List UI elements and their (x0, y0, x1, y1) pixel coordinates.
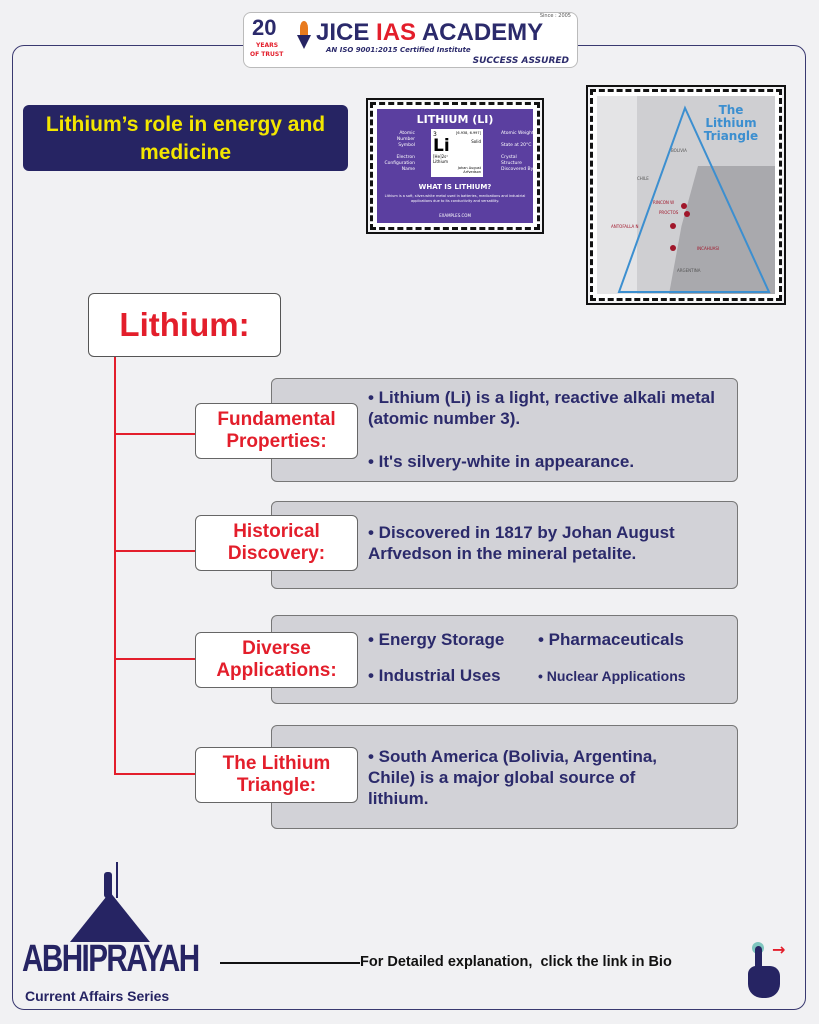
connector (114, 658, 195, 660)
label-line: Diverse (242, 638, 311, 659)
label-line: Applications: (216, 660, 337, 681)
since-label: Since : 2005 (539, 13, 571, 19)
atomic-weight: [6.938, 6.997] (456, 131, 481, 135)
site-label: INCAHUASI (697, 246, 720, 251)
torch-icon (296, 21, 314, 51)
card-label: State at 20°C (501, 143, 532, 148)
card-site: EXAMPLES.COM (439, 213, 471, 218)
cta-text[interactable]: For Detailed explanation, click the link… (360, 954, 672, 970)
label-line: Historical (233, 521, 320, 542)
element-symbol: Li (433, 136, 450, 156)
years-number: 20 (252, 15, 277, 40)
main-topic-label: Lithium: (88, 293, 281, 357)
card-label: Symbol (398, 143, 415, 148)
bullet: • Energy Storage (368, 630, 505, 649)
card-heading: LITHIUM (LI) (416, 113, 494, 126)
abhiprayah-logo: ABHIPRAYAH (22, 938, 200, 980)
brand-jice: JICE (316, 19, 370, 46)
triangle-outline (617, 105, 771, 293)
atomic-number: 3 (433, 131, 437, 138)
site-label: ANTOFALLA N (611, 224, 639, 229)
electron-config: [He]2s¹ (433, 154, 448, 159)
card-label: Atomic Number (396, 131, 415, 142)
site-label: RINCON W (653, 200, 675, 205)
map-title: The Lithium Triangle (703, 103, 759, 143)
series-label: Current Affairs Series (25, 988, 170, 1004)
card-label: Electron Configuration (384, 155, 415, 166)
card-desc: Lithium is a soft, silver-white metal us… (384, 194, 526, 203)
label-line: Properties: (226, 431, 327, 452)
element-name: Lithium (433, 159, 448, 164)
tree-connector (114, 357, 116, 774)
mountain-climber-icon (60, 862, 160, 942)
site-label: PROCTOS (659, 210, 679, 215)
bullet: • Lithium (Li) is a light, reactive alka… (368, 388, 715, 428)
state: Solid (471, 139, 481, 144)
bullet: • It's silvery-white in appearance. (368, 452, 635, 471)
card-label: Name (401, 167, 415, 172)
country-label: ARGENTINA (677, 268, 701, 273)
discoverer: Johan August Arfvedson (457, 166, 481, 174)
academy-logo-header: 20 YEARS OF TRUST JICE IAS ACADEMY Since… (243, 12, 578, 68)
bullet: • South America (Bolivia, Argentina, Chi… (368, 747, 658, 808)
hand-pointer-icon[interactable]: → (748, 940, 796, 1002)
label-line: Triangle: (236, 775, 317, 796)
label-line: The Lithium (222, 753, 331, 774)
connector (114, 550, 195, 552)
years-label: YEARS (256, 42, 279, 49)
label-line: Discovery: (227, 543, 326, 564)
bullet: • Discovered in 1817 by Johan August Arf… (368, 523, 675, 563)
label-line: Fundamental (217, 409, 336, 430)
card-what: WHAT IS LITHIUM? (418, 183, 492, 191)
page-title: Lithium’s role in energy and medicine (23, 105, 348, 171)
iso-label: AN ISO 9001:2015 Certified Institute (326, 46, 471, 54)
brand-academy: ACADEMY (421, 19, 544, 46)
connector (114, 773, 195, 775)
footer-line (220, 962, 360, 964)
brand-ias: IAS (376, 19, 417, 46)
tagline: SUCCESS ASSURED (472, 56, 569, 66)
country-label: CHILE (637, 176, 649, 181)
bullet: • Pharmaceuticals (538, 630, 684, 649)
card-label: Crystal Structure (501, 155, 522, 166)
card-label: Discovered By (501, 167, 534, 172)
card-label: Atomic Weight (501, 131, 534, 136)
of-trust-label: OF TRUST (250, 51, 284, 58)
connector (114, 433, 195, 435)
lithium-triangle-map: The Lithium Triangle BOLIVIA CHILE ARGEN… (586, 85, 786, 305)
bullet: • Industrial Uses (368, 666, 501, 685)
country-label: BOLIVIA (671, 148, 687, 153)
bullet: • Nuclear Applications (538, 668, 686, 684)
